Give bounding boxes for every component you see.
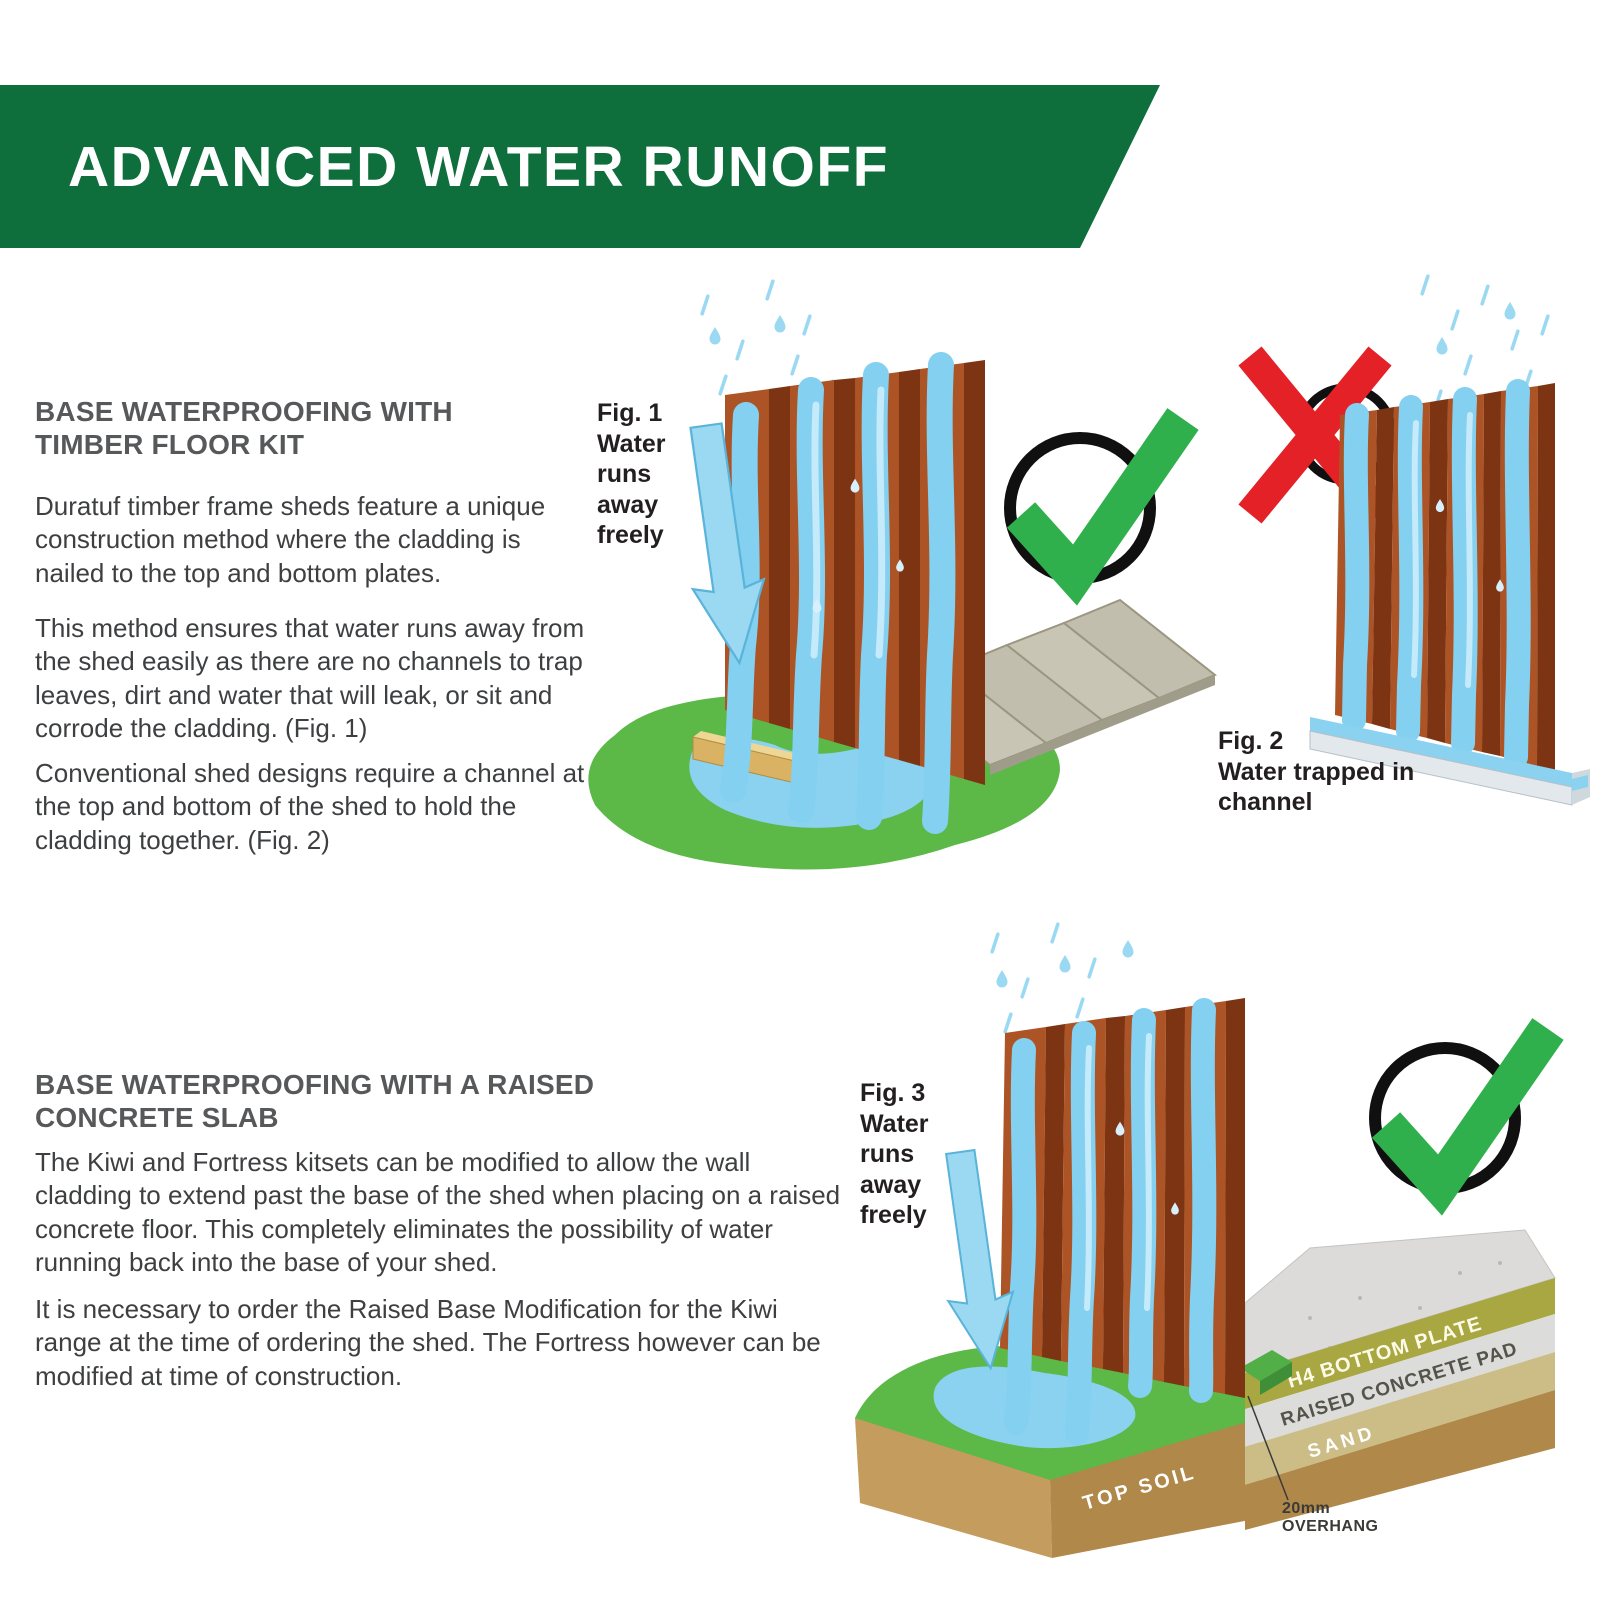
overhang-leader-line <box>1247 1395 1289 1501</box>
fig1-caption: Fig. 1 Water runs away freely <box>597 399 666 549</box>
banner-title: ADVANCED WATER RUNOFF <box>68 134 890 199</box>
section-heading-timber: BASE WATERPROOFING WITH TIMBER FLOOR KIT <box>35 396 453 461</box>
check-icon <box>1375 1029 1548 1188</box>
concrete-paragraph-1: The Kiwi and Fortress kitsets can be mod… <box>35 1147 841 1277</box>
timber-paragraph-2: This method ensures that water runs away… <box>35 613 585 743</box>
fig3-caption: Fig. 3 Water runs away freely <box>860 1079 929 1229</box>
fig2-caption: Fig. 2 Water trapped in channel <box>1218 727 1415 816</box>
concrete-pad-band <box>1245 1314 1555 1447</box>
fig3-illustration: TOP SOIL H4 BOTTOM PLATE RAISED CONCRETE… <box>855 921 1600 1558</box>
timber-paragraph-3: Conventional shed designs require a chan… <box>35 758 585 855</box>
water-streams <box>1004 998 1217 1445</box>
h4-bottom-plate <box>1240 1350 1292 1395</box>
timber-paragraph-1: Duratuf timber frame sheds feature a uni… <box>35 491 546 588</box>
sand-band <box>1245 1352 1555 1485</box>
concrete-paragraph-2: It is necessary to order the Raised Base… <box>35 1294 821 1391</box>
water-streams <box>1342 379 1531 769</box>
check-icon <box>1010 419 1183 578</box>
h4-plate-band <box>1245 1278 1555 1409</box>
fig1-illustration <box>588 278 1217 870</box>
title-banner: ADVANCED WATER RUNOFF <box>0 85 1160 248</box>
overhang-note: 20mm OVERHANG <box>1282 1500 1379 1536</box>
section-heading-concrete: BASE WATERPROOFING WITH A RAISED CONCRET… <box>35 1069 595 1134</box>
water-channel <box>1309 717 1590 806</box>
fig2-illustration <box>1210 273 1590 806</box>
subsoil-band <box>1245 1390 1555 1530</box>
water-streams <box>720 352 956 834</box>
slab-stack: H4 BOTTOM PLATE RAISED CONCRETE PAD SAND <box>1244 1229 1556 1530</box>
